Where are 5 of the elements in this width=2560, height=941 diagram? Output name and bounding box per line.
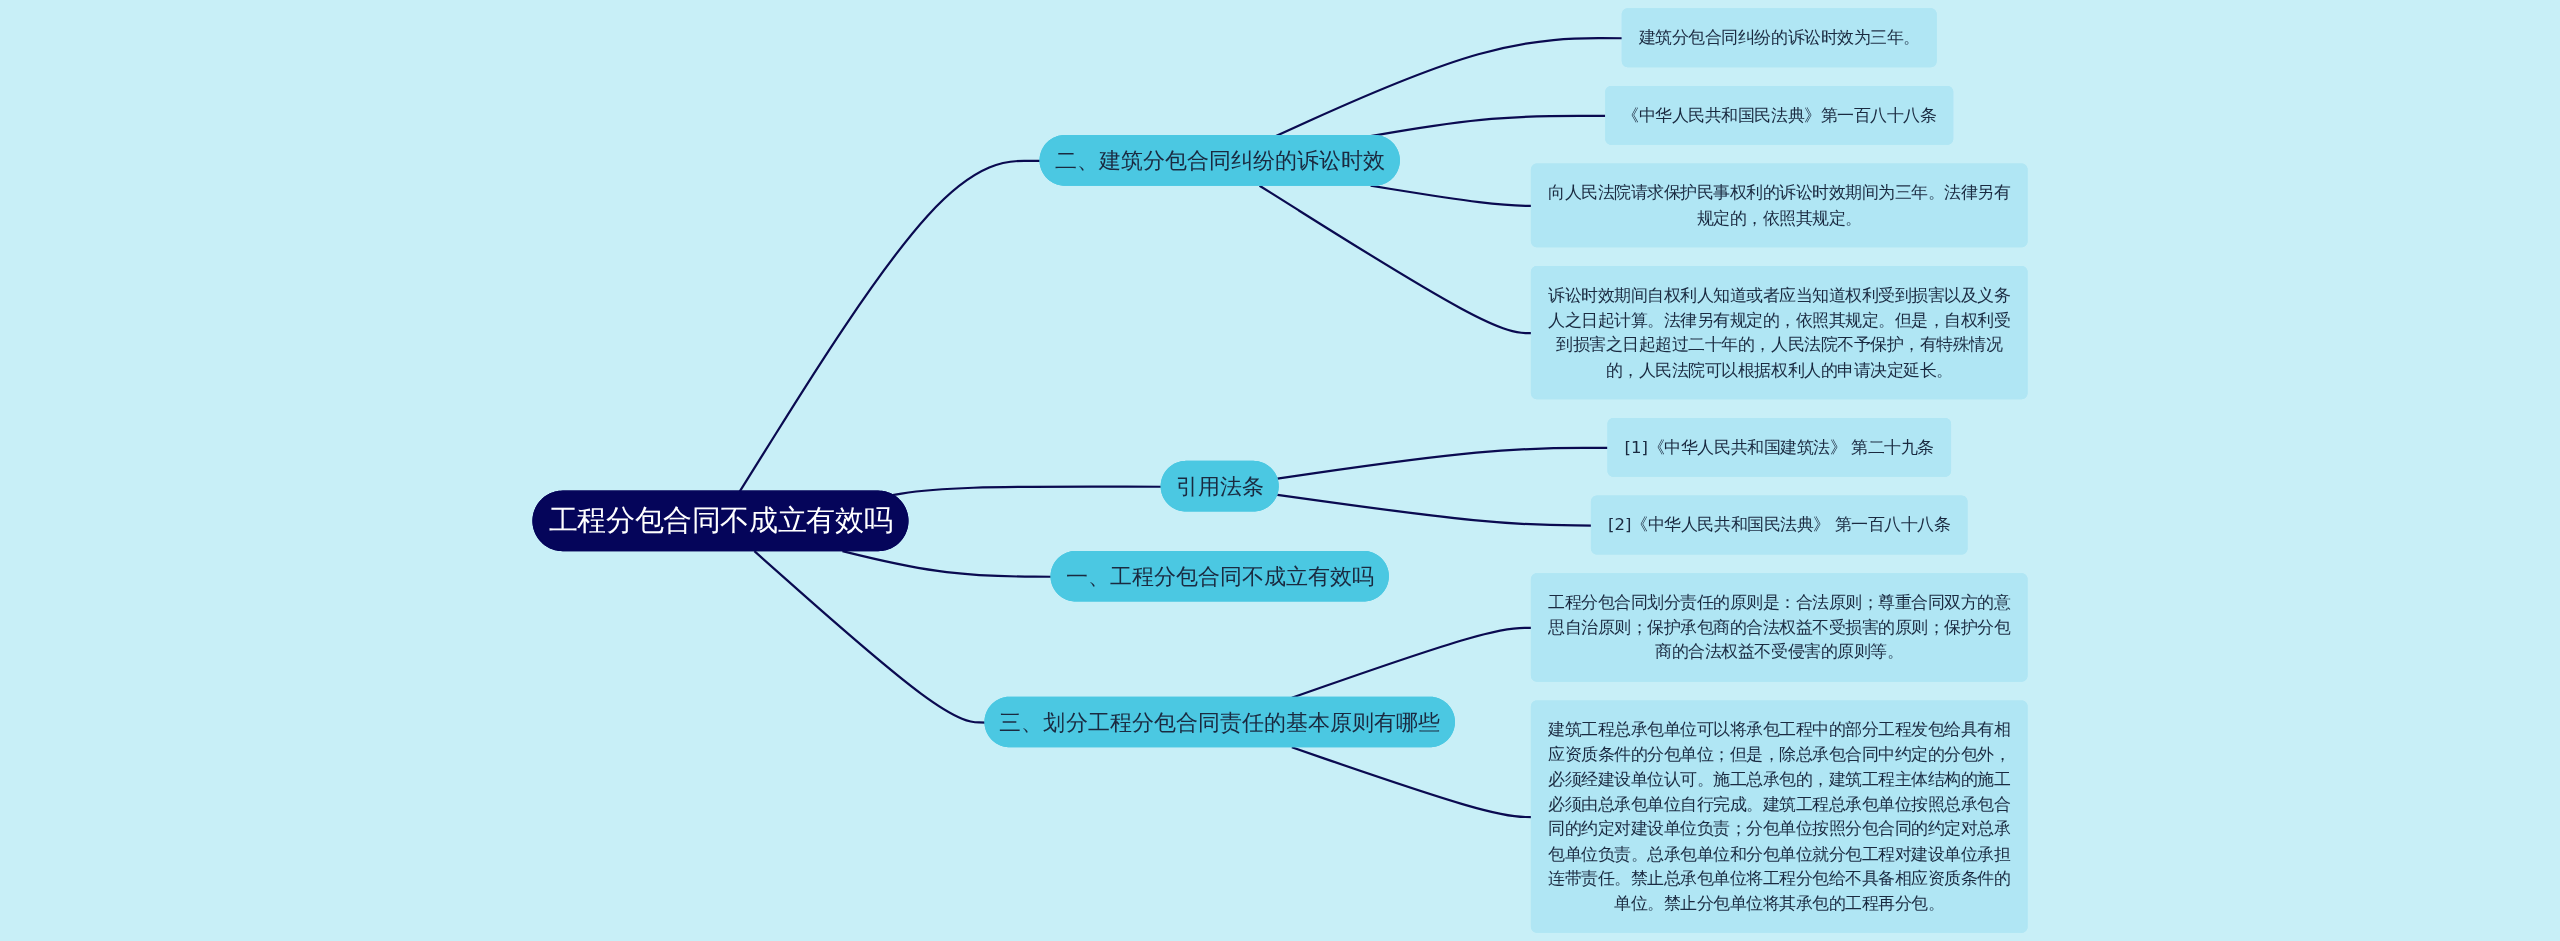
connector bbox=[1275, 37, 1623, 138]
connector bbox=[892, 485, 1162, 497]
connector bbox=[738, 159, 1041, 493]
connector bbox=[753, 550, 986, 724]
connector bbox=[842, 550, 1052, 578]
